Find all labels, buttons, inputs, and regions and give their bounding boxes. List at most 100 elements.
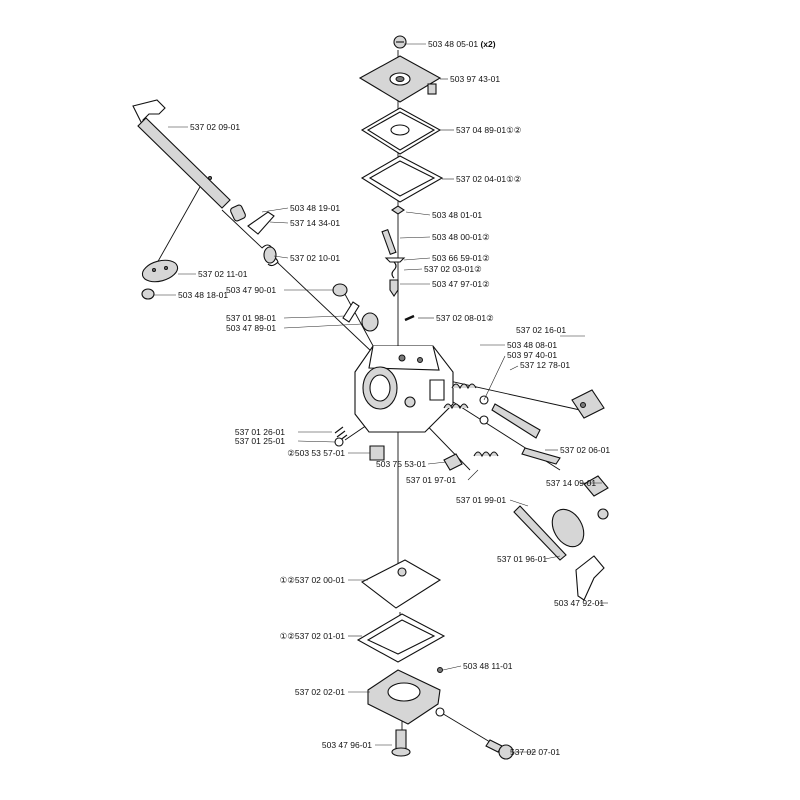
part-number-label: 537 01 96-01	[497, 554, 547, 564]
part-number-label: 537 02 08-01②	[436, 313, 494, 323]
throttle-bushing	[230, 204, 246, 222]
throttle-lever	[247, 211, 279, 267]
quantity-suffix: (x2)	[478, 39, 496, 49]
part-number-text: 503 48 01-01	[432, 210, 482, 220]
lever-pin	[404, 314, 415, 322]
part-number-label: 537 01 98-01	[226, 313, 276, 323]
part-number-label: 503 48 05-01 (x2)	[428, 39, 496, 49]
inlet-needle-parts	[381, 205, 406, 297]
part-number-text: ②503 53 57-01	[287, 448, 345, 458]
leader-line	[273, 255, 289, 259]
part-number-text: 537 01 98-01	[226, 313, 276, 323]
part-number-label: 537 02 03-01②	[424, 264, 482, 274]
part-number-label: 537 02 16-01	[516, 325, 566, 335]
part-number-text: 537 01 99-01	[456, 495, 506, 505]
leader-line	[283, 315, 346, 319]
part-number-text: 537 02 08-01②	[436, 313, 494, 323]
pump-gasket	[360, 155, 444, 203]
part-number-text: 503 48 05-01	[428, 39, 478, 49]
part-number-label: ②503 53 57-01	[287, 448, 345, 458]
part-number-label: 503 47 90-01	[226, 285, 276, 295]
part-number-label: 503 47 96-01	[322, 740, 372, 750]
limiter-caps	[571, 389, 609, 497]
leader-line	[427, 461, 447, 465]
part-number-text: 537 14 09-01	[546, 478, 596, 488]
part-number-label: 503 48 19-01	[290, 203, 340, 213]
part-number-text: 503 66 59-01②	[432, 253, 490, 263]
part-number-label: 503 97 40-01	[507, 350, 557, 360]
part-number-label: 503 48 18-01	[178, 290, 228, 300]
part-number-label: ①②537 02 01-01	[280, 631, 346, 641]
left-small-parts	[332, 283, 379, 332]
pump-diaphragm	[360, 107, 442, 155]
part-number-label: 537 04 89-01①②	[456, 125, 522, 135]
leader-line	[509, 499, 529, 507]
part-number-label: 537 12 78-01	[520, 360, 570, 370]
leader-line	[405, 211, 431, 216]
part-number-text: 537 01 97-01	[406, 475, 456, 485]
part-number-text: ①②537 02 00-01	[280, 575, 346, 585]
leader-line	[509, 365, 519, 371]
part-number-text: 537 01 25-01	[235, 436, 285, 446]
lower-left-parts	[334, 426, 499, 471]
part-number-label: 503 97 43-01	[450, 74, 500, 84]
part-number-text: 503 48 00-01②	[432, 232, 490, 242]
part-number-text: ①②537 02 01-01	[280, 631, 346, 641]
part-number-label: 503 47 97-01②	[432, 279, 490, 289]
part-number-label: 537 02 06-01	[560, 445, 610, 455]
disc-screw	[141, 288, 155, 300]
part-number-text: 537 01 96-01	[497, 554, 547, 564]
throttle-shaft	[132, 99, 231, 209]
part-number-label: 503 66 59-01②	[432, 253, 490, 263]
part-number-label: 537 14 34-01	[290, 218, 340, 228]
part-number-text: 537 02 16-01	[516, 325, 566, 335]
part-number-label: 537 02 07-01	[510, 747, 560, 757]
part-number-text: 537 04 89-01①②	[456, 125, 522, 135]
metering-gasket	[356, 613, 446, 663]
part-number-text: 537 02 07-01	[510, 747, 560, 757]
part-number-text: 537 02 02-01	[295, 687, 345, 697]
leader-line	[467, 469, 479, 481]
part-number-text: 503 75 53-01	[376, 459, 426, 469]
leader-line	[403, 268, 423, 271]
part-number-text: 537 02 11-01	[198, 269, 248, 279]
part-number-text: 503 47 96-01	[322, 740, 372, 750]
part-number-text: 537 02 03-01②	[424, 264, 482, 274]
part-number-label: 537 01 25-01	[235, 436, 285, 446]
part-number-text: 503 47 89-01	[226, 323, 276, 333]
part-number-label: 503 47 89-01	[226, 323, 276, 333]
part-number-text: 503 48 18-01	[178, 290, 228, 300]
carburetor-body	[354, 345, 454, 433]
leader-line	[442, 665, 462, 671]
part-number-label: 537 14 09-01	[546, 478, 596, 488]
leader-line	[403, 257, 431, 261]
part-number-text: 503 97 43-01	[450, 74, 500, 84]
part-number-label: 537 02 02-01	[295, 687, 345, 697]
callout-layer: 503 48 05-01 (x2) 503 97 43-01 537 04 89-0…	[154, 39, 610, 757]
cover-screw	[393, 35, 407, 49]
part-number-text: 537 02 09-01	[190, 122, 240, 132]
part-number-label: 537 02 09-01	[190, 122, 240, 132]
leader-line	[483, 355, 506, 401]
leader-line	[399, 236, 431, 239]
part-number-text: 537 01 26-01	[235, 427, 285, 437]
pump-cover	[358, 55, 442, 103]
part-number-label: 503 75 53-01	[376, 459, 426, 469]
part-number-text: 537 02 04-01①②	[456, 174, 522, 184]
metering-diaphragm	[360, 559, 442, 609]
adjustment-screws	[443, 383, 561, 465]
assembly-axes	[151, 50, 581, 749]
part-number-label: 537 01 97-01	[406, 475, 456, 485]
part-number-label: 537 02 04-01①②	[456, 174, 522, 184]
part-number-text: 537 02 06-01	[560, 445, 610, 455]
part-number-text: 503 48 11-01	[463, 661, 513, 671]
leader-line	[261, 207, 289, 213]
leader-line	[297, 440, 336, 443]
bottom-screws	[391, 729, 514, 760]
part-number-text: 503 48 19-01	[290, 203, 340, 213]
part-number-label: 537 02 11-01	[198, 269, 248, 279]
part-number-text: 503 47 92-01	[554, 598, 604, 608]
metering-cover	[367, 667, 445, 725]
part-number-label: 537 01 26-01	[235, 427, 285, 437]
